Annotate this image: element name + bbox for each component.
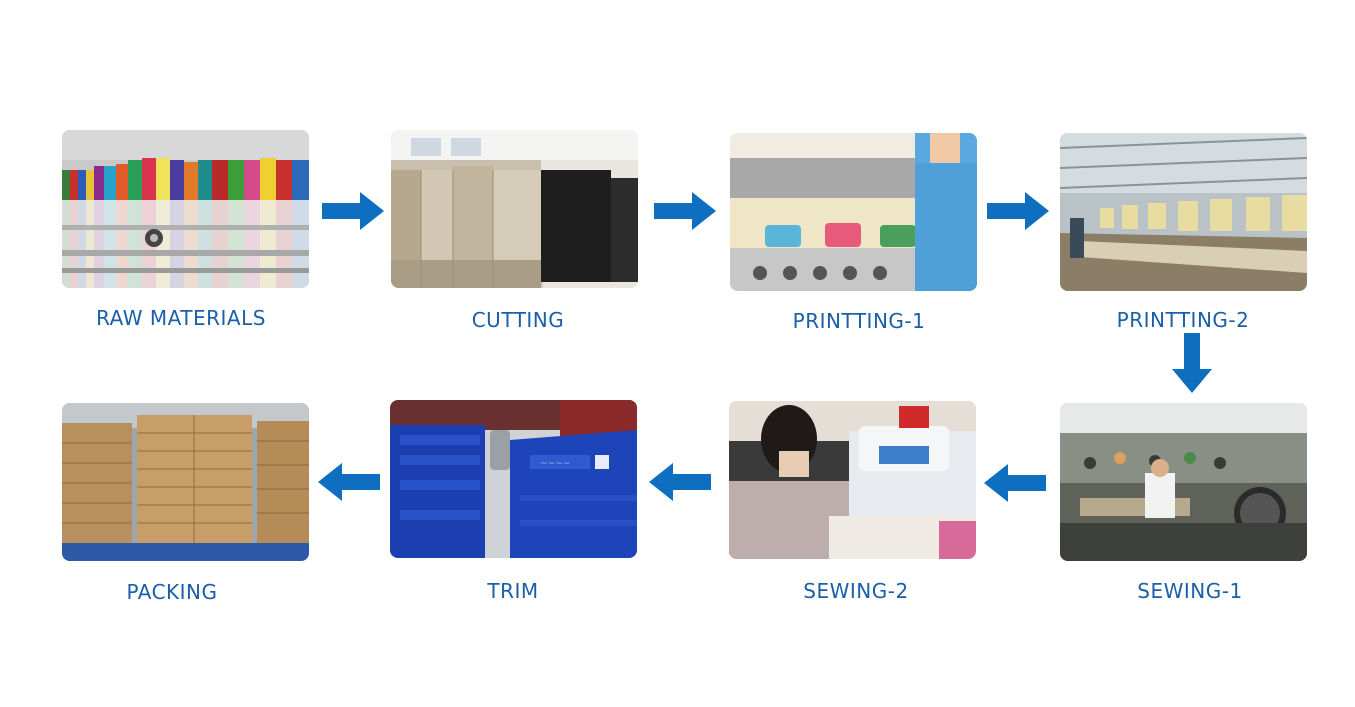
arrow-right-icon bbox=[654, 192, 716, 230]
step-label-trim: TRIM bbox=[383, 579, 643, 603]
step-label-packing: PACKING bbox=[42, 580, 302, 604]
step-label-raw-materials: RAW MATERIALS bbox=[51, 306, 311, 330]
sewing-1-photo bbox=[1060, 403, 1307, 561]
step-label-printing-1: PRINTTING-1 bbox=[729, 309, 989, 333]
printing-1-photo bbox=[730, 133, 977, 291]
arrow-left-icon bbox=[318, 463, 380, 501]
packing-photo bbox=[62, 403, 309, 561]
step-label-printing-2: PRINTTING-2 bbox=[1053, 308, 1313, 332]
step-label-sewing-1: SEWING-1 bbox=[1060, 579, 1320, 603]
printing-2-photo bbox=[1060, 133, 1307, 291]
arrow-right-icon bbox=[987, 192, 1049, 230]
arrow-down-icon bbox=[1172, 333, 1212, 393]
sewing-2-photo bbox=[729, 401, 976, 559]
arrow-right-icon bbox=[322, 192, 384, 230]
svg-text:~~~~: ~~~~ bbox=[540, 459, 570, 469]
step-label-sewing-2: SEWING-2 bbox=[726, 579, 986, 603]
trim-photo: ~~~~ bbox=[390, 400, 637, 558]
cutting-photo bbox=[391, 130, 638, 288]
step-label-cutting: CUTTING bbox=[388, 308, 648, 332]
raw-materials-photo bbox=[62, 130, 309, 288]
arrow-left-icon bbox=[649, 463, 711, 501]
arrow-left-icon bbox=[984, 464, 1046, 502]
